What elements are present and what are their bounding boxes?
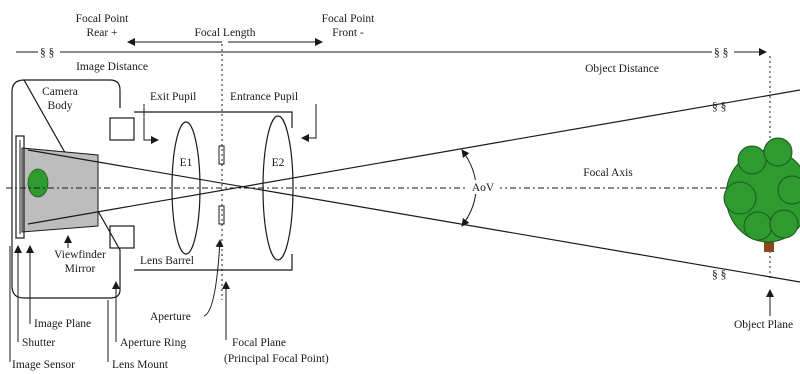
- image-sensor: [15, 135, 25, 239]
- object-distance-label: Object Distance: [585, 63, 659, 75]
- image-plane-label: Image Plane: [34, 318, 91, 330]
- lens-mount-bottom: [109, 225, 135, 249]
- image-sensor-label: Image Sensor: [12, 359, 75, 371]
- object-plane-label: Object Plane: [734, 319, 793, 331]
- focal-axis-label: Focal Axis: [583, 167, 633, 179]
- viewfinder-mirror-label-1: Viewfinder: [54, 249, 106, 261]
- focal-point-front-label-2: Front -: [332, 27, 364, 39]
- inverted-tree-image: [27, 168, 49, 198]
- lens-mount-top: [109, 117, 135, 141]
- camera-body-label-1: Camera: [42, 86, 78, 98]
- break-mark-right: § §: [714, 47, 728, 59]
- e2-label: E2: [272, 157, 285, 169]
- camera-body-label-2: Body: [48, 100, 73, 112]
- camera-body: [11, 79, 121, 299]
- ray-break-upper: § §: [712, 101, 726, 113]
- ray-lower: [27, 149, 800, 283]
- tree-object: [723, 137, 800, 252]
- viewfinder-mirror: [21, 147, 99, 233]
- break-mark-left: § §: [40, 47, 54, 59]
- focal-point-rear-label-2: Rear +: [86, 27, 117, 39]
- aov-label-bg: [466, 180, 500, 194]
- aperture-label: Aperture: [150, 311, 191, 323]
- e1-label: E1: [180, 157, 193, 169]
- entrance-pupil-pointer: [301, 104, 317, 142]
- aperture-ring-label: Aperture Ring: [120, 337, 186, 349]
- lens-mount-label: Lens Mount: [112, 359, 169, 371]
- entrance-pupil-label: Entrance Pupil: [230, 91, 298, 103]
- lens-barrel-label: Lens Barrel: [140, 255, 194, 267]
- focal-point-rear-label-1: Focal Point: [76, 13, 130, 25]
- focal-point-front-label-1: Focal Point: [322, 13, 376, 25]
- viewfinder-mirror-label-2: Mirror: [65, 263, 96, 275]
- shutter-label: Shutter: [22, 337, 55, 349]
- exit-pupil-label: Exit Pupil: [150, 91, 196, 103]
- exit-pupil-pointer: [143, 104, 159, 144]
- focal-plane-label-1: Focal Plane: [232, 337, 286, 349]
- ray-break-lower: § §: [712, 269, 726, 281]
- focal-plane-label-2: (Principal Focal Point): [224, 353, 329, 365]
- aperture-pointer: [203, 239, 224, 317]
- lens-element-e1: [171, 121, 201, 255]
- ray-upper: [27, 89, 800, 225]
- lens-barrel-bottom: [134, 254, 293, 271]
- lens-barrel-top: [134, 111, 293, 128]
- aov-label: AoV: [472, 182, 495, 194]
- image-distance-label: Image Distance: [76, 61, 148, 73]
- focal-length-label: Focal Length: [195, 27, 256, 39]
